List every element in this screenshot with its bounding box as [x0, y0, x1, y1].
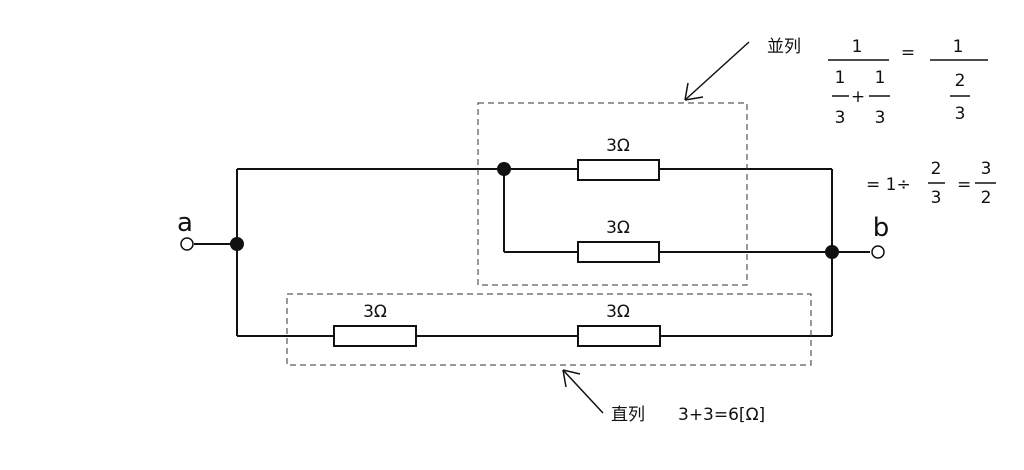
wires	[194, 168, 870, 337]
line2-div-den: 3	[931, 188, 942, 208]
lhs-den-plus: +	[851, 87, 865, 107]
parallel-note: 並列 1 1 3 + 1 3 = 1 2 3 = 1÷ 2 3 = 3 2	[767, 37, 996, 208]
parallel-note-label: 並列	[767, 37, 801, 57]
resistor-series-right-label: 3Ω	[606, 302, 630, 322]
lhs-den-right-den: 3	[875, 108, 886, 128]
series-note: 直列 3+3=6[Ω]	[611, 405, 765, 425]
line2-div-num: 2	[931, 159, 942, 179]
junction-left	[230, 237, 244, 251]
rhs-den-num: 2	[955, 71, 966, 91]
parallel-group-box	[477, 102, 748, 286]
series-arrow	[562, 369, 604, 414]
lhs-den-left-den: 3	[835, 108, 846, 128]
parallel-equals: =	[901, 43, 915, 63]
terminal-b	[871, 245, 885, 259]
line2-prefix: = 1÷	[866, 175, 911, 195]
parallel-arrow	[684, 41, 750, 101]
rhs-den-den: 3	[955, 104, 966, 124]
lhs-den-right-num: 1	[875, 68, 886, 88]
junction-right	[825, 245, 839, 259]
terminal-a	[180, 237, 194, 251]
junction-parallel-start	[497, 162, 511, 176]
terminal-b-label: b	[873, 213, 890, 243]
series-group-box	[286, 293, 812, 366]
result-numerator: 3	[981, 159, 992, 179]
series-note-expression: 3+3=6[Ω]	[678, 405, 765, 425]
result-denominator: 2	[981, 188, 992, 208]
resistor-series-left-label: 3Ω	[363, 302, 387, 322]
series-note-label: 直列	[611, 405, 645, 425]
resistor-lower-parallel-label: 3Ω	[606, 218, 630, 238]
rhs-numerator: 1	[953, 37, 964, 57]
resistor-upper-parallel-label: 3Ω	[606, 136, 630, 156]
resistor-lower-parallel	[577, 241, 660, 263]
lhs-den-left-num: 1	[835, 68, 846, 88]
resistor-upper-parallel	[577, 159, 660, 181]
lhs-numerator: 1	[852, 37, 863, 57]
terminal-a-label: a	[177, 208, 193, 238]
line2-equals: =	[957, 175, 971, 195]
resistor-series-right	[577, 325, 661, 347]
resistor-series-left	[333, 325, 417, 347]
